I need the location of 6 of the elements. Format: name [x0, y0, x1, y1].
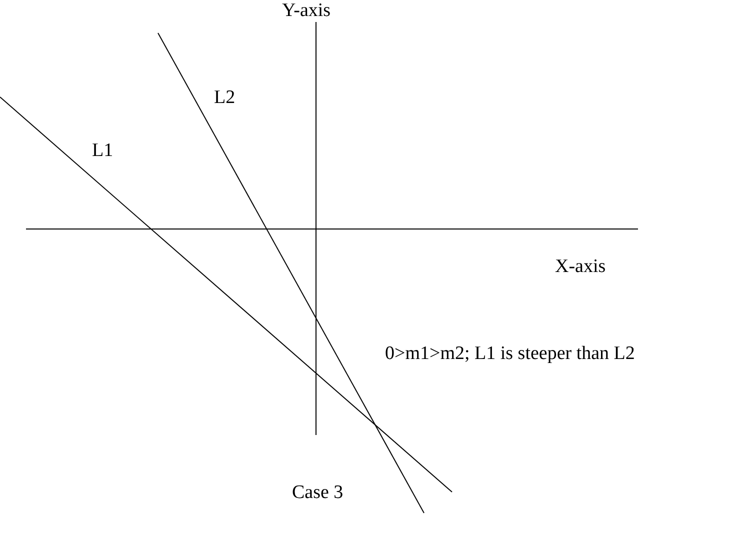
axis-label: 0>m1>m2; L1 is steeper than L2	[385, 343, 635, 365]
axis-label: Case 3	[292, 482, 344, 504]
axis-label: X-axis	[555, 256, 606, 278]
axis-label: L1	[92, 140, 114, 162]
axis-label: Y-axis	[282, 0, 331, 22]
axis-label: L2	[214, 87, 236, 109]
